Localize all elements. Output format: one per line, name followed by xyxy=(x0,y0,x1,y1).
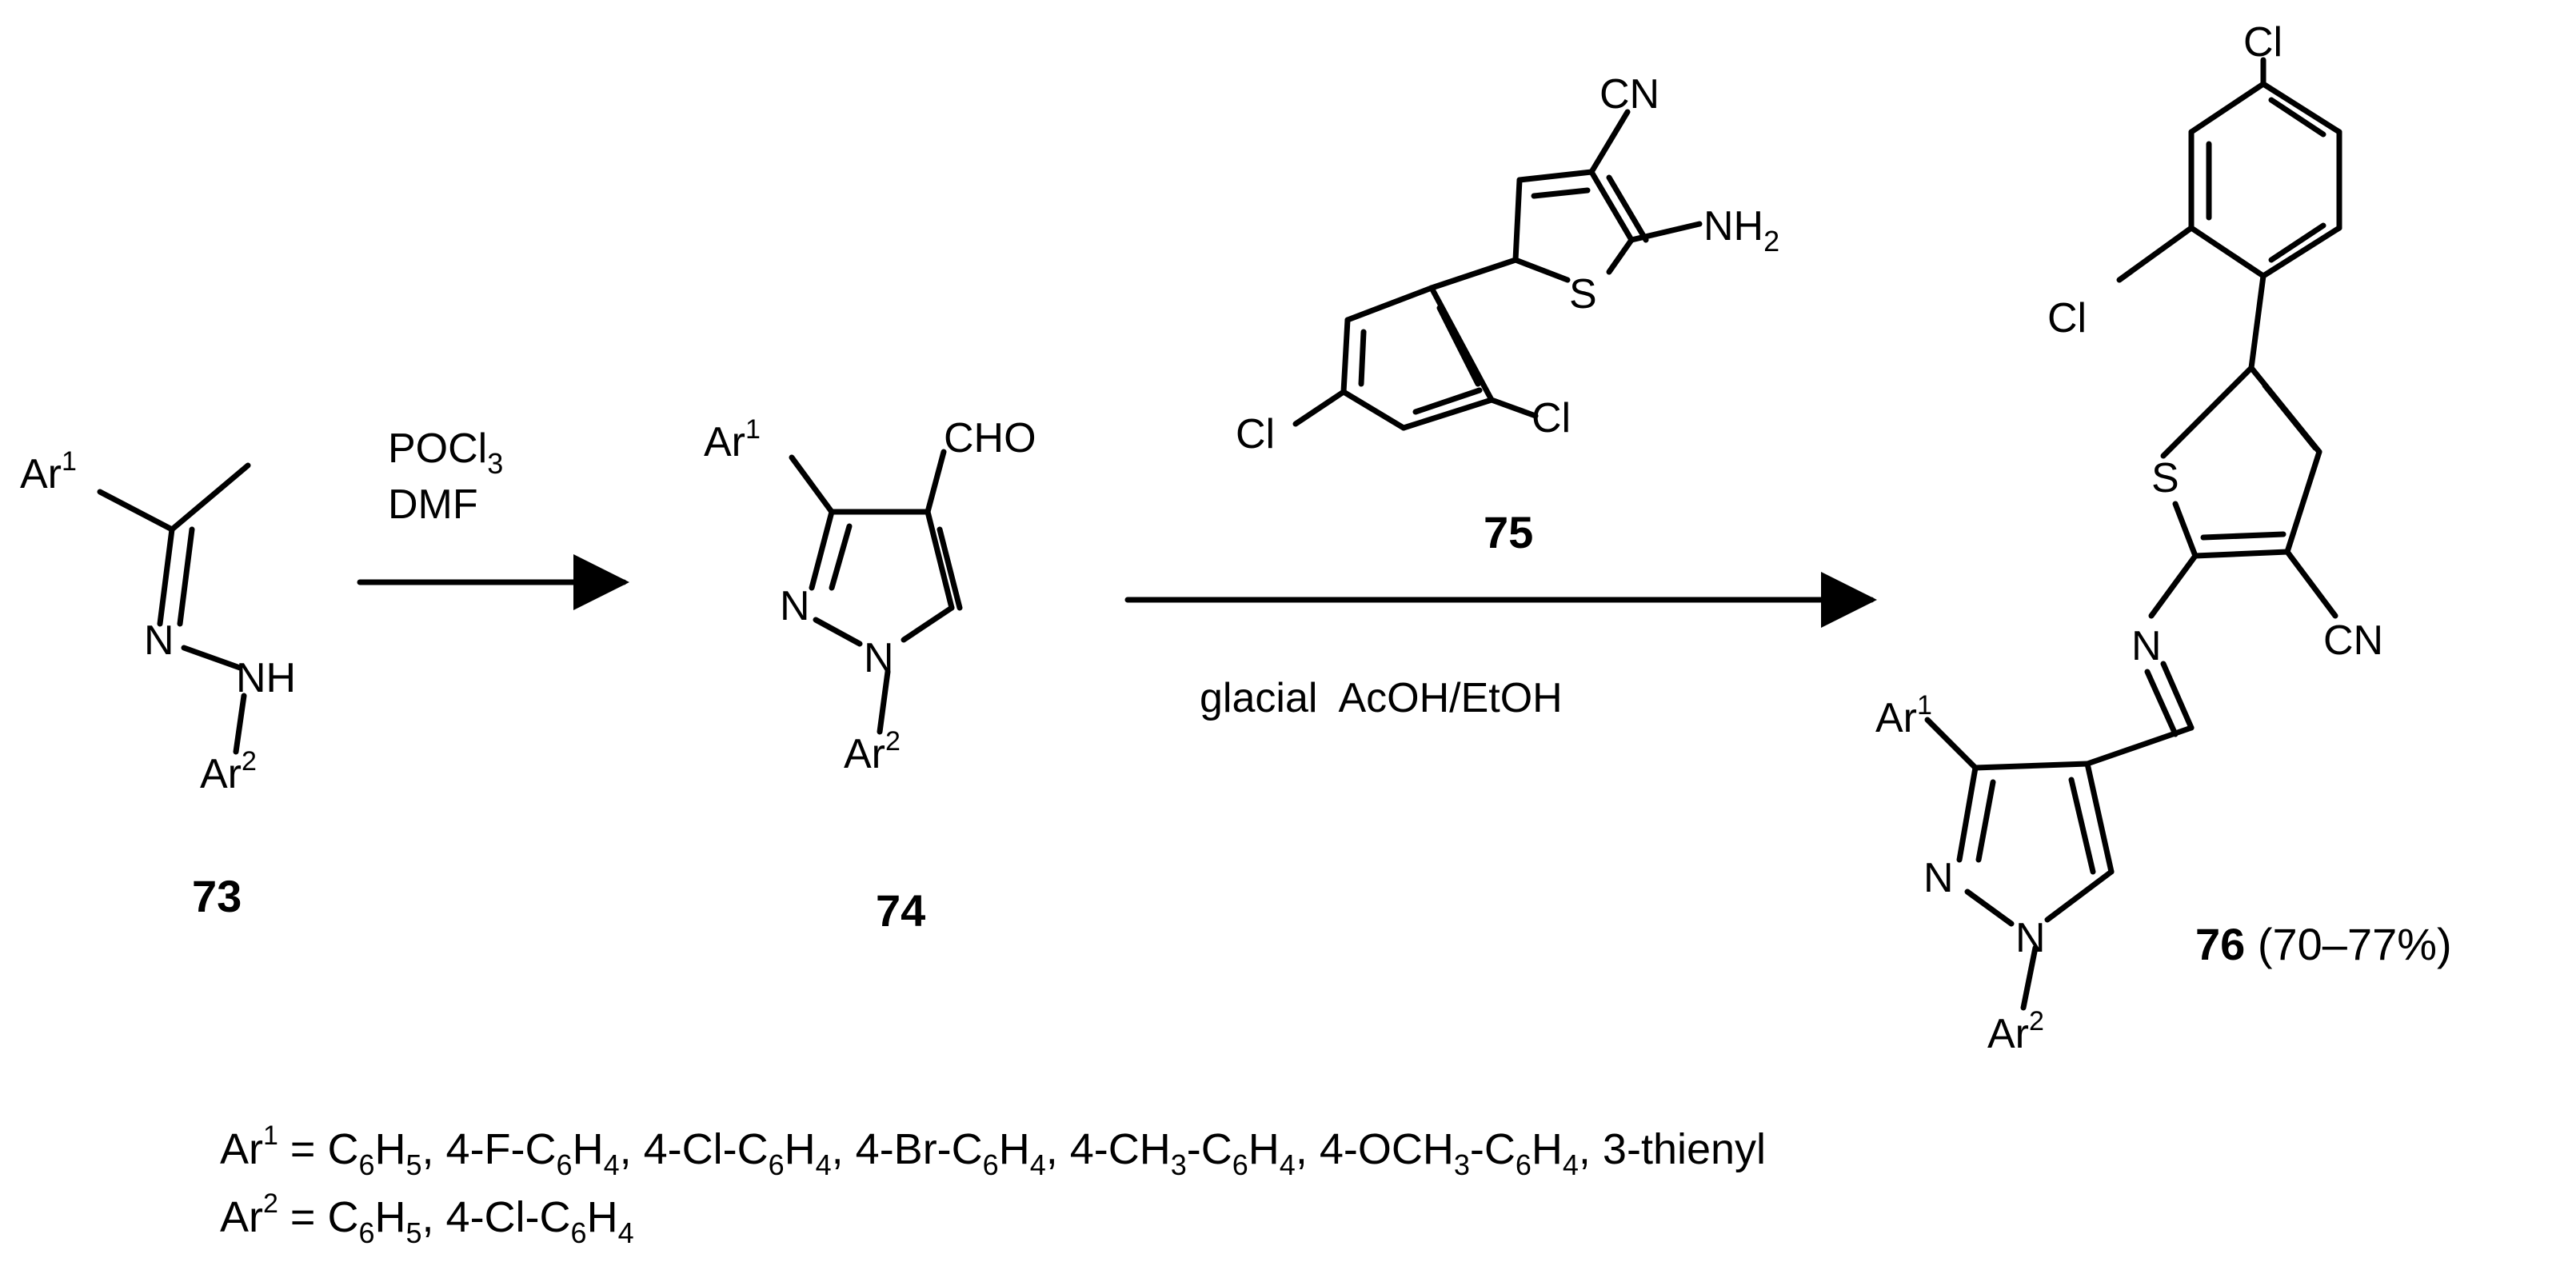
cho-label-74: CHO xyxy=(944,415,1036,461)
substituent-definitions: Ar1 = C6H5, 4-F-C6H4, 4-Cl-C6H4, 4-Br-C6… xyxy=(220,1120,1766,1249)
ar2-definition: Ar2 = C6H5, 4-Cl-C6H4 xyxy=(220,1188,634,1249)
n2-label-76: N xyxy=(1923,855,1954,901)
s-label-75: S xyxy=(1569,271,1597,318)
compound-73-structure: Ar1 N NH Ar2 73 xyxy=(20,446,296,921)
compound-74-structure: Ar1 CHO N N Ar2 74 xyxy=(704,414,1036,936)
reagent-dmf: DMF xyxy=(388,481,478,528)
ar1-label-73: Ar1 xyxy=(20,446,77,497)
cl-ortho-label-76: Cl xyxy=(2047,295,2087,341)
ar1-label-76: Ar1 xyxy=(1875,690,1932,741)
n-imine-label-76: N xyxy=(2131,623,2162,669)
ar2-label-76: Ar2 xyxy=(1987,1006,2044,1057)
compound-number-73: 73 xyxy=(192,871,242,921)
cn-label-75: CN xyxy=(1600,71,1659,118)
compound-76-structure: Cl Cl S CN N Ar1 N N Ar2 76 (70–77%) xyxy=(1875,19,2452,1057)
cl-ortho-label-75: Cl xyxy=(1532,395,1571,441)
arrow-step-1: POCl3 DMF xyxy=(357,425,629,610)
s-label-76: S xyxy=(2151,455,2179,501)
compound-number-74: 74 xyxy=(876,885,925,936)
compound-75-structure: CN NH2 S Cl Cl 75 xyxy=(1236,71,1779,557)
compound-number-76: 76 (70–77%) xyxy=(2195,919,2452,969)
ar1-definition: Ar1 = C6H5, 4-F-C6H4, 4-Cl-C6H4, 4-Br-C6… xyxy=(220,1120,1766,1181)
reagent-pocl3: POCl3 xyxy=(388,425,503,480)
nh2-label-75: NH2 xyxy=(1703,203,1779,258)
arrow-step-2: glacial AcOH/EtOH xyxy=(1124,572,1877,721)
reagent-acoh-etoh: glacial AcOH/EtOH xyxy=(1200,675,1563,721)
nh-label-73: NH xyxy=(236,655,296,701)
compound-number-75: 75 xyxy=(1484,507,1533,557)
n-label-73: N xyxy=(144,617,174,664)
n2-label-74: N xyxy=(780,583,810,629)
cn-label-76: CN xyxy=(2323,617,2383,664)
ar2-label-73: Ar2 xyxy=(200,746,257,797)
n1-label-76: N xyxy=(2015,915,2046,961)
ar1-label-74: Ar1 xyxy=(704,414,761,465)
cl-para-label-75: Cl xyxy=(1236,411,1275,457)
ar2-label-74: Ar2 xyxy=(844,726,901,777)
cl-para-label-76: Cl xyxy=(2243,19,2282,66)
n1-label-74: N xyxy=(864,635,894,681)
